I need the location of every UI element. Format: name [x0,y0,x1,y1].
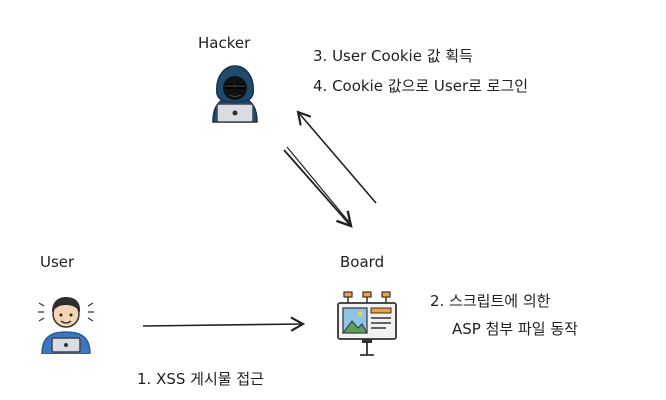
hacker-icon [212,65,258,123]
board-icon [337,291,397,356]
user-label: User [40,253,75,271]
step-2-label: 2. 스크립트에 의한 [430,292,551,310]
board-label: Board [340,253,385,271]
arrow-board-to-hacker [296,110,377,204]
hacker-label: Hacker [198,34,251,52]
arrow-user-to-board [142,316,306,332]
arrow-hacker-to-board [283,146,353,228]
step-4-label: 4. Cookie 값으로 User로 로그인 [313,77,529,95]
user-icon [38,297,94,354]
step-1-label: 1. XSS 게시물 접근 [137,370,264,388]
step-2-detail-label: ASP 첨부 파일 동작 [452,320,578,338]
step-3-label: 3. User Cookie 값 획득 [313,47,473,65]
